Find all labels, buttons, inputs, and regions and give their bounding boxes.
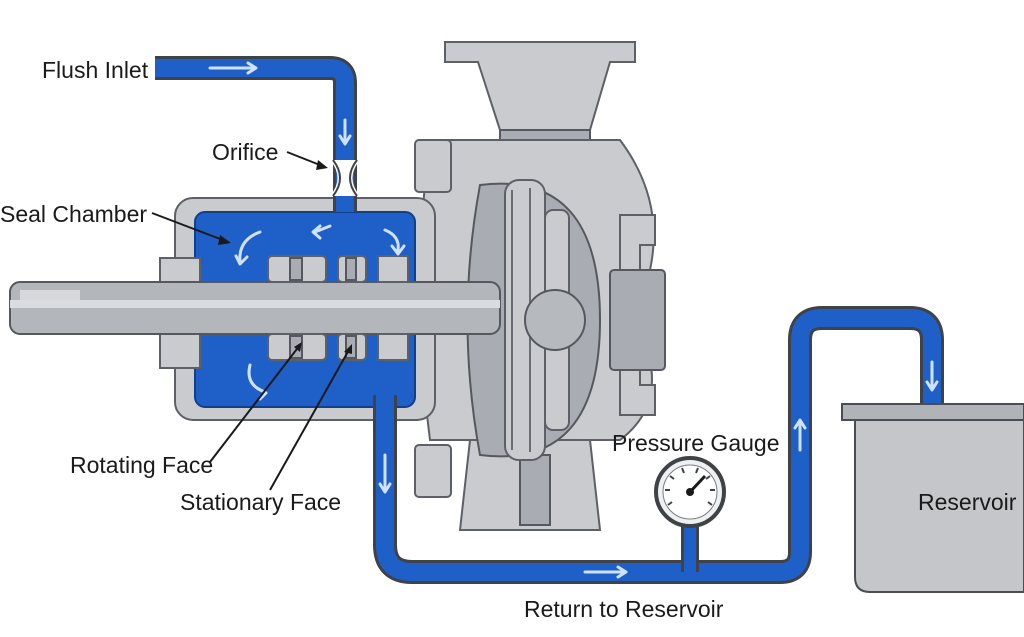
flush-inlet-pipe	[155, 56, 360, 212]
discharge-nozzle	[444, 41, 636, 151]
mechanical-seal	[267, 255, 409, 361]
orifice-label: Orifice	[212, 139, 278, 165]
pressure-gauge-label: Pressure Gauge	[612, 430, 779, 456]
reservoir-tank	[841, 403, 1024, 593]
seal-chamber-label: Seal Chamber	[0, 201, 147, 227]
flush-inlet-label: Flush Inlet	[42, 57, 149, 83]
return-line-pipe	[373, 306, 944, 584]
rotating-face-label: Rotating Face	[70, 452, 213, 478]
stationary-face-label: Stationary Face	[180, 489, 341, 515]
reservoir-label: Reservoir	[918, 489, 1017, 515]
chamber-flow-arrows	[234, 224, 406, 401]
impeller	[466, 179, 602, 461]
leader-lines	[151, 151, 352, 491]
return-to-reservoir-label: Return to Reservoir	[524, 596, 724, 622]
pressure-gauge	[654, 456, 726, 528]
pump-shaft	[9, 281, 501, 335]
